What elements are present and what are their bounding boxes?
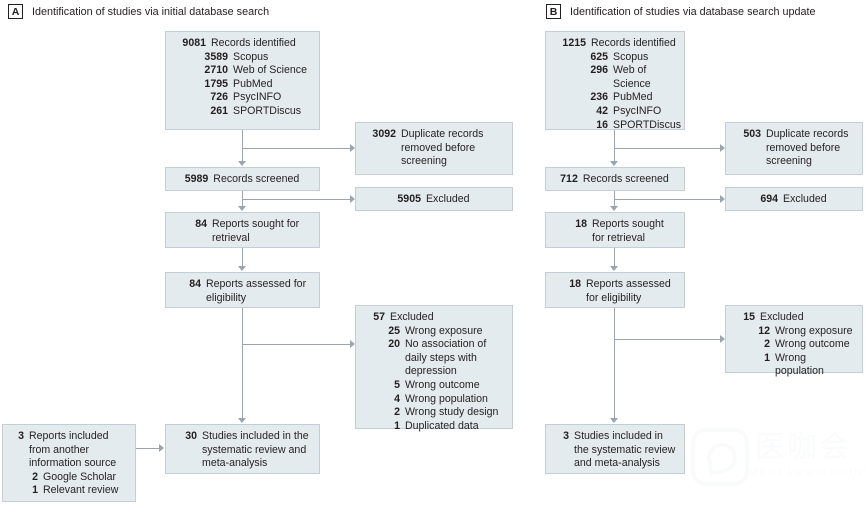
panel-a-letter: A	[8, 4, 23, 19]
connector-b-to-excluded-eligibility	[614, 339, 721, 340]
connector-a-to-duplicates	[242, 148, 351, 149]
connector-a-sought-assessed	[242, 248, 243, 267]
connector-b-assessed-included	[614, 308, 615, 419]
arrowhead-down-icon	[610, 418, 618, 423]
watermark-logo-icon	[691, 428, 749, 486]
connector-b-identified-screened	[614, 130, 615, 162]
arrowhead-down-icon	[610, 206, 618, 211]
panel-a-title: Identification of studies via initial da…	[32, 5, 270, 18]
connector-b-sought-assessed	[614, 248, 615, 267]
arrowhead-right-icon	[159, 444, 164, 452]
panel-b-header: B Identification of studies via database…	[546, 4, 816, 19]
connector-a-to-excluded-screening	[242, 199, 351, 200]
arrowhead-right-icon	[350, 144, 355, 152]
panel-b-letter: B	[546, 4, 561, 19]
arrowhead-down-icon	[238, 418, 246, 423]
watermark: 医咖会 MEDPEER GROUP	[689, 424, 865, 500]
connector-a-other-included	[136, 448, 161, 449]
connector-a-identified-screened	[242, 130, 243, 162]
watermark-english-text: MEDPEER GROUP	[749, 467, 865, 479]
connector-b-to-excluded-screening	[614, 199, 721, 200]
arrowhead-right-icon	[350, 195, 355, 203]
arrowhead-right-icon	[720, 144, 725, 152]
arrowhead-right-icon	[720, 195, 725, 203]
arrowhead-right-icon	[350, 340, 355, 348]
arrowhead-down-icon	[610, 266, 618, 271]
arrowhead-down-icon	[238, 206, 246, 211]
panel-a-header: A Identification of studies via initial …	[8, 4, 269, 19]
connector-a-assessed-included	[242, 308, 243, 419]
connector-b-to-duplicates	[614, 148, 721, 149]
arrowhead-down-icon	[238, 266, 246, 271]
arrowhead-right-icon	[720, 335, 725, 343]
connector-a-to-excluded-eligibility	[242, 344, 351, 345]
arrowhead-down-icon	[238, 161, 246, 166]
arrowhead-down-icon	[610, 161, 618, 166]
panel-b-title: Identification of studies via database s…	[570, 5, 816, 18]
watermark-chinese-text: 医咖会	[755, 430, 851, 465]
